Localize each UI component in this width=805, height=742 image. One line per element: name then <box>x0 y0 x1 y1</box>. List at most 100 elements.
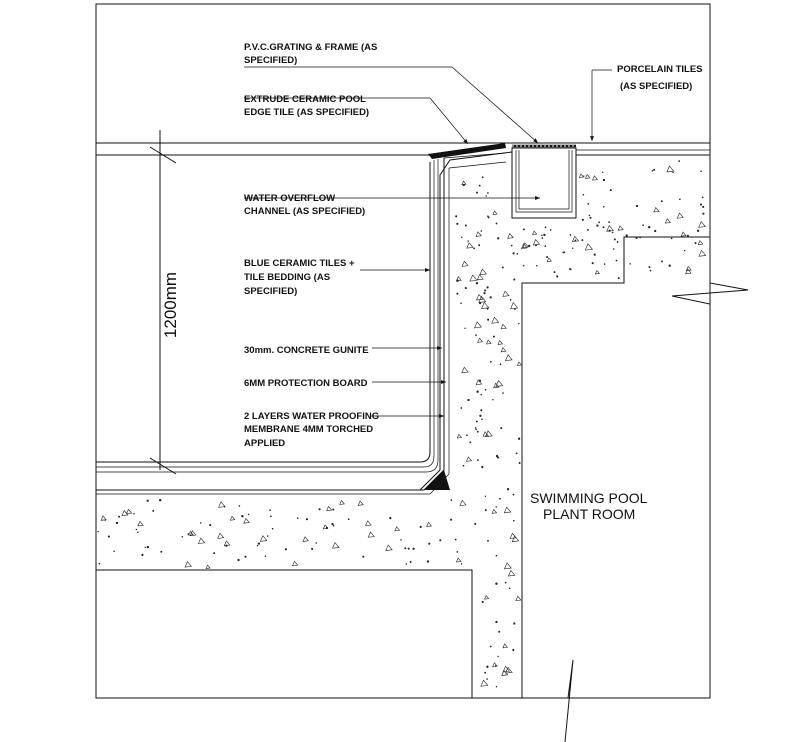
aggregate-triangle <box>505 666 513 674</box>
aggregate-dot <box>476 430 479 433</box>
edge-tile <box>428 143 506 159</box>
aggregate-dot <box>209 524 212 527</box>
aggregate-dot <box>514 308 516 310</box>
aggregate-triangle <box>501 669 509 676</box>
aggregate-dot <box>484 509 487 512</box>
aggregate-triangle <box>491 508 498 514</box>
aggregate-triangle <box>532 230 538 236</box>
aggregate-triangle <box>357 500 364 506</box>
label-extrude-l2: EDGE TILE (AS SPECIFIED) <box>244 107 369 118</box>
aggregate-dot <box>569 268 571 270</box>
aggregate-triangle <box>326 505 333 512</box>
aggregate-triangle <box>503 562 512 570</box>
aggregate-dot <box>475 282 479 285</box>
aggregate-triangle <box>302 536 309 542</box>
aggregate-dot <box>479 302 482 305</box>
aggregate-triangle <box>476 274 484 281</box>
aggregate-triangle <box>184 561 192 568</box>
label-overflow-l2: CHANNEL (AS SPECIFIED) <box>244 206 365 217</box>
aggregate-dot <box>405 563 408 565</box>
aggregate-dot <box>484 671 487 674</box>
aggregate-dot <box>347 518 350 521</box>
aggregate-dot <box>617 277 620 280</box>
aggregate-dot <box>686 234 689 237</box>
aggregate-dot <box>478 184 481 187</box>
aggregate-dot <box>241 515 244 518</box>
aggregate-dot <box>487 216 490 219</box>
aggregate-triangle <box>426 521 433 527</box>
aggregate-dot <box>612 248 615 250</box>
aggregate-triangle <box>507 232 514 239</box>
aggregate-dot <box>589 216 592 219</box>
aggregate-triangle <box>503 506 512 514</box>
aggregate-dot <box>456 551 459 553</box>
aggregate-triangle <box>546 257 552 262</box>
aggregate-dot <box>484 388 487 391</box>
aggregate-dot <box>462 464 465 467</box>
aggregate-dot <box>489 296 492 299</box>
aggregate-dot <box>107 535 110 538</box>
aggregate-dot <box>702 205 705 208</box>
aggregate-dot <box>487 318 490 321</box>
aggregate-dot <box>487 192 489 194</box>
aggregate-dot <box>475 428 477 431</box>
aggregate-dot <box>181 536 184 538</box>
aggregate-dot <box>495 620 498 624</box>
aggregate-dot <box>541 237 544 239</box>
annotations: P.V.C.GRATING & FRAME (AS SPECIFIED) POR… <box>244 42 703 522</box>
aggregate-triangle <box>365 520 372 527</box>
aggregate-dot <box>591 262 594 265</box>
aggregate-dot <box>683 249 686 252</box>
aggregate-triangle <box>500 347 507 353</box>
aggregate-dot <box>513 278 516 281</box>
aggregate-dot <box>495 506 497 508</box>
aggregate-dot <box>481 465 484 469</box>
aggregate-dot <box>480 230 483 232</box>
aggregate-dot <box>476 191 478 194</box>
aggregate-triangle <box>292 560 299 567</box>
aggregate-triangle <box>515 595 522 601</box>
aggregate-dot <box>476 390 479 393</box>
label-plant-room-l1: SWIMMING POOL <box>530 490 648 506</box>
aggregate-dot <box>464 287 467 290</box>
aggregate-dot <box>506 488 510 491</box>
aggregate-dot <box>501 266 504 269</box>
label-membrane-l1: 2 LAYERS WATER PROOFING <box>244 411 379 422</box>
aggregate-dot <box>146 545 150 549</box>
aggregate-triangle <box>680 231 687 237</box>
aggregate-dot <box>499 363 502 366</box>
aggregate-dot <box>466 434 468 437</box>
aggregate-dot <box>571 247 574 249</box>
aggregate-triangle <box>479 268 487 276</box>
aggregate-dot <box>483 292 486 295</box>
aggregate-dot <box>563 251 566 254</box>
aggregate-dot <box>574 239 577 242</box>
aggregate-dot <box>518 462 521 464</box>
aggregate-triangle <box>698 249 707 257</box>
aggregate-dot <box>702 212 705 215</box>
aggregate-dot <box>476 459 479 462</box>
aggregate-dot <box>522 264 525 267</box>
aggregate-dot <box>257 542 261 545</box>
label-porcelain-l2: (AS SPECIFIED) <box>620 81 692 92</box>
break-line-bottom <box>558 659 574 742</box>
aggregate-dot <box>615 259 618 262</box>
aggregate-dot <box>332 525 335 527</box>
aggregate-dot <box>513 622 516 625</box>
aggregate-dot <box>478 244 481 247</box>
aggregate-dot <box>534 244 538 247</box>
aggregate-dot <box>484 495 487 498</box>
aggregate-dot <box>187 533 190 535</box>
aggregate-dot <box>474 522 477 525</box>
aggregate-dot <box>546 256 549 258</box>
aggregate-dot <box>516 253 519 255</box>
aggregate-dot <box>502 392 504 394</box>
label-blue-tiles-l2: TILE BEDDING (AS <box>244 272 330 283</box>
aggregate-triangle <box>507 569 516 577</box>
aggregate-dot <box>400 539 402 541</box>
aggregate-dot <box>654 229 657 233</box>
aggregate-triangle <box>685 265 692 271</box>
aggregate-dot <box>315 542 317 544</box>
aggregate-dot <box>497 655 499 658</box>
aggregate-dot <box>486 286 489 289</box>
